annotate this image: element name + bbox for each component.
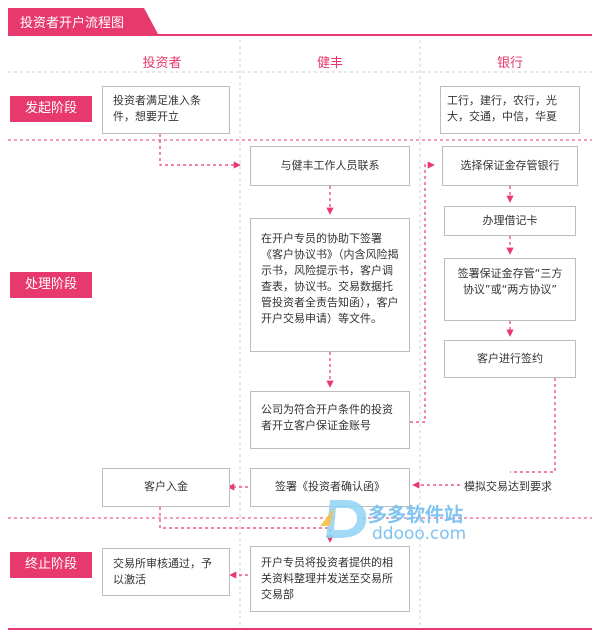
box-bank-list: 工行，建行，农行，光大，交通，中信，华夏 [440, 86, 580, 134]
title-underline [8, 34, 592, 36]
watermark-url: ddooo.com [372, 524, 467, 544]
box-customer-sign: 客户进行签约 [444, 340, 576, 378]
title-tab-shape [8, 8, 158, 34]
stage-initiate: 发起阶段 [10, 96, 92, 122]
ddooo-logo-icon [320, 500, 367, 538]
box-tripartite-agreement: 签署保证金存管“三方协议”或“两方协议” [444, 258, 576, 321]
watermark-brand: 多多软件站 [368, 504, 464, 526]
column-header-jianfeng: 健丰 [316, 56, 343, 71]
title-tab: 投资者开户流程图 [8, 8, 158, 34]
box-deposit: 客户入金 [102, 468, 230, 507]
column-header-investor: 投资者 [142, 56, 182, 71]
box-contact-staff: 与健丰工作人员联系 [250, 146, 410, 186]
box-investor-start: 投资者满足准入条件，想要开立 [102, 86, 230, 134]
box-debit-card: 办理借记卡 [444, 206, 576, 236]
arrow-start-to-contact [159, 134, 241, 169]
bottom-border [8, 628, 592, 630]
arrow-open-to-bank [410, 161, 435, 423]
page-title: 投资者开户流程图 [20, 16, 125, 31]
box-submit-docs: 开户专员将投资者提供的相关资料整理并发送至交易所交易部 [250, 546, 410, 612]
box-open-account: 公司为符合开户条件的投资者开立客户保证金账号 [250, 391, 410, 449]
line-sign-down [510, 378, 556, 473]
box-sign-documents: 在开户专员的协助下签署《客户协议书》（内含风险揭示书，风险提示书，客户调查表，协… [250, 218, 410, 352]
box-choose-bank: 选择保证金存管银行 [442, 146, 578, 186]
column-header-bank: 银行 [496, 56, 523, 71]
stage-process: 处理阶段 [10, 272, 92, 298]
box-exchange-approve: 交易所审核通过，予以激活 [102, 548, 230, 596]
label-sim-trade: 模拟交易达到要求 [464, 480, 552, 493]
stage-terminate: 终止阶段 [10, 552, 92, 578]
arrow-deposit-to-submit [159, 507, 334, 543]
